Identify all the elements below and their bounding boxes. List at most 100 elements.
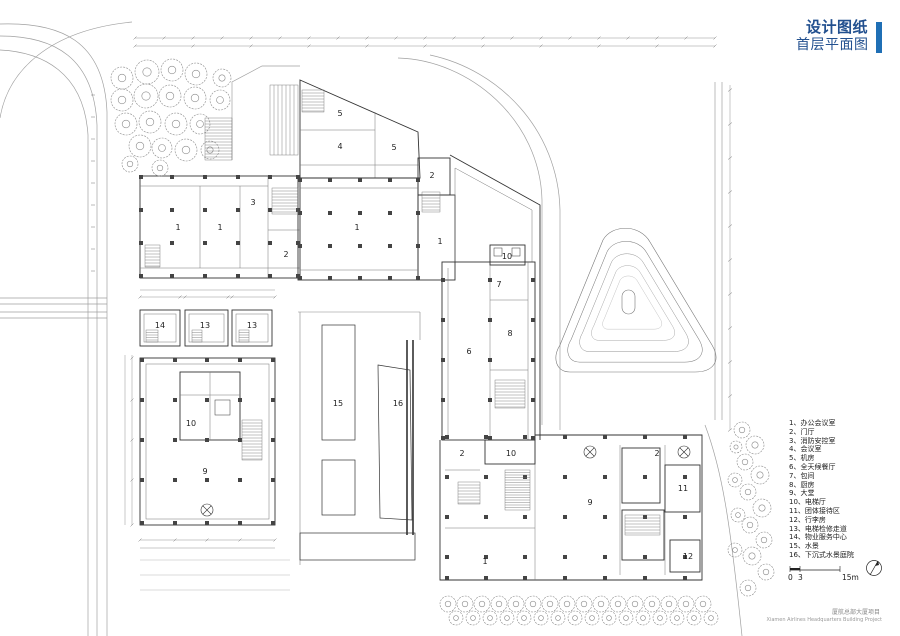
tree-trunk (756, 471, 764, 479)
legend-item: 8、厨房 (789, 480, 815, 489)
column (328, 244, 332, 248)
tree-trunk (762, 568, 770, 576)
column (170, 241, 174, 245)
column (388, 244, 392, 248)
column (643, 555, 647, 559)
tree-trunk (606, 615, 612, 621)
column (203, 208, 207, 212)
column (170, 208, 174, 212)
stair-outline (457, 481, 481, 505)
retaining-wall (406, 340, 414, 535)
room-label: 10 (502, 252, 512, 261)
column (271, 358, 275, 362)
column (523, 475, 527, 479)
stair-outline (191, 329, 203, 343)
column (643, 576, 647, 580)
tree (151, 137, 173, 159)
column (643, 515, 647, 519)
room-label: 13 (247, 321, 257, 330)
inner-wall (235, 313, 269, 343)
column (416, 244, 420, 248)
tree-trunk (738, 426, 746, 434)
column (173, 398, 177, 402)
tree-trunk (572, 615, 578, 621)
tree (575, 595, 593, 613)
room-label: 2 (429, 171, 434, 180)
road-edge (397, 57, 543, 425)
column (484, 576, 488, 580)
partition-walls (447, 262, 529, 440)
room-label: 2 (459, 449, 464, 458)
column (531, 358, 535, 362)
tree (736, 453, 754, 471)
stair-outline (301, 89, 325, 113)
column (298, 178, 302, 182)
tree-trunk (555, 615, 561, 621)
column (563, 515, 567, 519)
tree-trunk (732, 547, 738, 553)
inner-wall (145, 363, 270, 520)
column (238, 438, 242, 442)
tick (183, 295, 187, 299)
column (358, 178, 362, 182)
legend-item: 9、大堂 (789, 489, 815, 498)
tree (669, 610, 685, 626)
tick (597, 36, 601, 40)
column (488, 318, 492, 322)
column (140, 358, 144, 362)
room-label: 16 (393, 399, 403, 408)
column (484, 475, 488, 479)
tree-trunk (699, 600, 707, 608)
contour-line (602, 275, 662, 330)
column (203, 274, 207, 278)
column (488, 278, 492, 282)
road-edge (704, 424, 743, 636)
tree (200, 140, 220, 160)
column (416, 276, 420, 280)
tick (365, 44, 369, 48)
tick (278, 36, 282, 40)
column (388, 178, 392, 182)
column (238, 478, 242, 482)
tree-trunk (487, 615, 493, 621)
building-central (297, 79, 456, 281)
column (205, 398, 209, 402)
tick (394, 36, 398, 40)
dimension-lines (124, 37, 731, 549)
tree-planting (110, 58, 775, 626)
tree (541, 595, 559, 613)
contour-line (591, 265, 675, 341)
tree (499, 610, 515, 626)
legend-item: 3、消防安控室 (789, 436, 836, 445)
tree (184, 62, 208, 86)
legend-item: 11、团体接待区 (789, 506, 840, 515)
column (170, 175, 174, 179)
tick (130, 398, 134, 402)
circle-x-marker (583, 445, 597, 459)
stair-outline (145, 329, 159, 343)
column (268, 241, 272, 245)
tree (635, 610, 651, 626)
column (205, 521, 209, 525)
column (139, 274, 143, 278)
tick (727, 190, 733, 194)
legend-item: 7、包间 (789, 471, 815, 480)
tree-trunk (461, 600, 469, 608)
project-name-en: Xiamen Airlines Headquarters Building Pr… (766, 617, 882, 623)
tree (448, 610, 464, 626)
legend-item: 13、电梯检修走道 (789, 524, 847, 533)
tree (558, 595, 576, 613)
tree-trunk (546, 600, 554, 608)
room-label: 6 (466, 347, 471, 356)
tree-trunk (648, 600, 656, 608)
tree (609, 595, 627, 613)
tick (130, 438, 134, 442)
column (140, 521, 144, 525)
tree-trunk (470, 615, 476, 621)
tick (727, 326, 733, 330)
room-label: 8 (507, 329, 512, 338)
tree (733, 421, 751, 439)
tree-trunk (746, 521, 754, 529)
building-walls (139, 79, 703, 581)
tick (423, 44, 427, 48)
